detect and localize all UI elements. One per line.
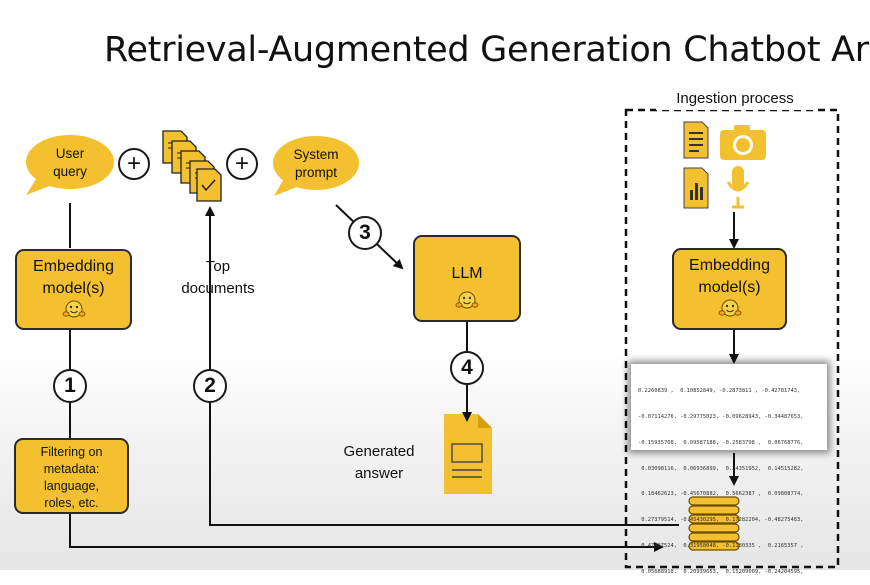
- text-document-icon: [683, 121, 709, 159]
- database-to-top-documents-arrow: [205, 206, 679, 526]
- embedding-model-label: Embedding model(s): [33, 258, 114, 297]
- ingestion-process-label: Ingestion process: [656, 88, 814, 110]
- top-documents-label: Top documents: [181, 258, 255, 297]
- hugging-face-icon: [455, 291, 479, 309]
- vector-row: 0.27379514, -0.45430295, 0.17282204, -0.…: [638, 517, 804, 524]
- vector-row: 0.03098116, 0.06936899, 0.24351952, 0.14…: [638, 465, 804, 472]
- llm-box: LLM: [413, 235, 521, 322]
- llm-label: LLM: [451, 265, 483, 282]
- vector-row: 0.05688918, 0.20939653, 0.15209009, -0.2…: [638, 568, 804, 575]
- system-prompt-label: System prompt: [293, 147, 339, 180]
- vector-row: 0.47487524, 0.31958048, -0.1180335 , 0.2…: [638, 542, 804, 549]
- generated-answer-label: Generated answer: [343, 443, 415, 482]
- user-query-bubble: [26, 135, 114, 195]
- hugging-face-icon: [62, 300, 85, 318]
- hugging-face-icon: [718, 299, 741, 317]
- ingestion-embedding-model-label: Embedding model(s): [689, 257, 770, 296]
- vector-row: 0.2260839 , 0.10852849, -0.2873811 , -0.…: [638, 388, 801, 395]
- user-query-label: User query: [53, 146, 87, 179]
- camera-icon: [720, 125, 766, 160]
- ingestion-frame: [624, 108, 840, 569]
- chart-document-icon: [683, 167, 709, 209]
- embedding-vectors-panel: 0.2260839 , 0.10852849, -0.2873811 , -0.…: [631, 364, 827, 575]
- answer-document-icon: [444, 414, 492, 494]
- metadata-filter-box: Filtering on metadata: language, roles, …: [14, 438, 129, 514]
- filter-to-database-arrow: [69, 512, 664, 552]
- step-4-badge: 4: [450, 351, 484, 385]
- vector-row: -0.15935768, 0.09587188, -0.2583798 , 0.…: [638, 439, 804, 446]
- vector-row: -0.07114276, -0.29775023, -0.09628943, -…: [638, 413, 804, 420]
- metadata-filter-label: Filtering on metadata: language, roles, …: [40, 445, 103, 510]
- step-2-badge: 2: [193, 369, 227, 403]
- ingestion-embedding-model-box: Embedding model(s): [672, 248, 787, 330]
- diagram-title: Retrieval-Augmented Generation Chatbot A…: [104, 30, 870, 70]
- plus-operator: +: [118, 148, 150, 180]
- step-3-badge: 3: [348, 216, 382, 250]
- vector-row: 0.18462623, -0.45670882, 0.5662387 , 0.0…: [638, 491, 804, 498]
- plus-operator: +: [226, 148, 258, 180]
- document-stack-icon: [162, 130, 222, 202]
- step-1-badge: 1: [53, 369, 87, 403]
- embedding-model-box: Embedding model(s): [15, 249, 132, 330]
- microphone-icon: [726, 166, 750, 209]
- system-prompt-bubble: [273, 136, 359, 196]
- diagram-canvas: [26, 108, 840, 569]
- vector-database-icon: [688, 496, 740, 551]
